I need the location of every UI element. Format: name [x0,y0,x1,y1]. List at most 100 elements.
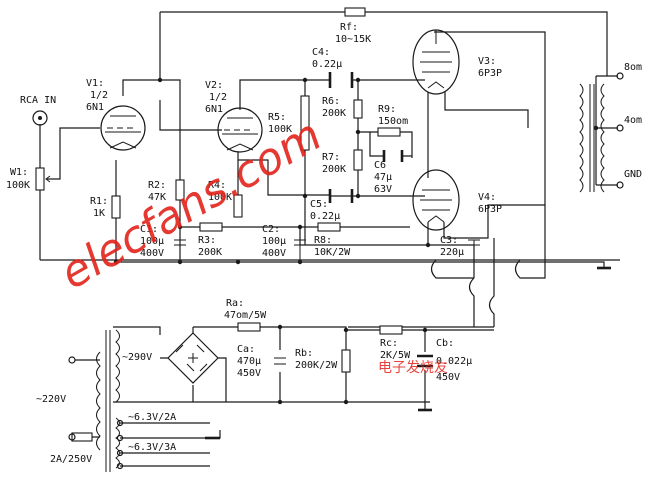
rca-jack [32,110,48,126]
label-v3: V3: [478,56,496,67]
label-r6: R6: [322,96,340,107]
label-c1: C1: [140,224,158,235]
tube-v3 [412,29,460,95]
label-rb: Rb: [295,348,313,359]
label-r3: R3: [198,235,216,246]
label-r5-value: 100K [268,124,292,135]
label-v1: V1: [86,78,104,89]
label-w1: W1: [10,167,28,178]
label-v3-type: 6P3P [478,68,502,79]
bridge-rectifier [160,332,227,402]
capacitor-c2 [294,239,306,262]
resistor-r7 [353,149,363,171]
label-w1-value: 100K [6,180,30,191]
label-rc-value: 2K/5W [380,350,411,361]
label-c3: C3: [440,235,458,246]
capacitors [174,72,480,368]
resistor-rc [379,325,403,335]
resistor-w1 [35,167,45,191]
label-r8-value: 10K/2W [314,247,351,258]
terminal-gnd [616,181,624,189]
capacitor-c6 [382,150,404,162]
label-v4: V4: [478,192,496,203]
labels: Rf: 10~15K C4: 0.22μ RCA IN V1: 1/2 6N1 … [6,22,642,465]
output-terminals [616,72,624,189]
terminal-4om [616,124,624,132]
label-c6: C6 [374,160,386,171]
label-v1-type: 6N1 [86,102,104,113]
label-r1-value: 1K [93,208,105,219]
resistor-rb [341,349,351,373]
label-out-4om: 4om [624,115,642,126]
label-r4: R4: [208,180,226,191]
power-transformer [96,329,120,472]
watermark: elecfans.com 电子发烧友 [52,109,448,376]
resistor-r1 [111,195,121,219]
label-v2-type: 6N1 [205,104,223,115]
label-r5: R5: [268,112,286,123]
label-cb-value: 0.022μ [436,356,472,367]
label-c6-volt: 63V [374,184,392,195]
label-c2-value: 100μ [262,236,286,247]
label-r8: R8: [314,235,332,246]
output-transformer [579,83,605,193]
label-r6-value: 200K [322,108,346,119]
label-c4-value: 0.22μ [312,59,342,70]
label-v1-frac: 1/2 [90,90,108,101]
label-heater-a: ~6.3V/2A [128,412,176,423]
label-c2-volt: 400V [262,248,286,259]
label-ca-value: 470μ [237,356,261,367]
resistor-r2 [175,179,185,201]
label-rca: RCA IN [20,95,56,106]
mains-terminals [68,356,124,470]
label-rf: Rf: [340,22,358,33]
label-v2: V2: [205,80,223,91]
label-sec-hv: ~290V [122,352,152,363]
label-rf-value: 10~15K [335,34,371,45]
label-r7-value: 200K [322,164,346,175]
label-v4-type: 6P3P [478,204,502,215]
label-ra: Ra: [226,298,244,309]
label-r2: R2: [148,180,166,191]
label-c3-value: 220μ [440,247,464,258]
label-c5: C5: [310,199,328,210]
label-r4-value: 100K [208,192,232,203]
fuse [71,432,93,442]
terminal-8om [616,72,624,80]
junctions [113,77,599,405]
capacitor-cb [417,354,433,368]
resistor-ra [237,322,261,332]
label-mains: ~220V [36,394,66,405]
label-r9: R9: [378,104,396,115]
label-c1-volt: 400V [140,248,164,259]
label-out-gnd: GND [624,169,642,180]
label-cb: Cb: [436,338,454,349]
capacitor-c5 [328,189,354,203]
resistor-r5 [300,95,310,151]
tubes [100,29,460,231]
resistor-r6 [353,99,363,119]
label-cb-volt: 450V [436,372,460,383]
label-r1: R1: [90,196,108,207]
label-v2-frac: 1/2 [209,92,227,103]
label-rc: Rc: [380,338,398,349]
capacitor-ca [274,357,286,365]
resistor-r9 [377,127,401,137]
label-ca-volt: 450V [237,368,261,379]
tube-v2 [217,107,263,153]
watermark-subtitle: 电子发烧友 [378,360,448,376]
label-r2-value: 47K [148,192,166,203]
resistor-r8 [317,222,341,232]
resistors [35,7,403,442]
label-ca: Ca: [237,344,255,355]
label-fuse: 2A/250V [50,454,92,465]
label-r9-value: 150om [378,116,408,127]
resistor-r3 [199,222,223,232]
label-out-8om: 8om [624,62,642,73]
ground-symbols [205,266,611,440]
capacitor-c4 [328,72,354,88]
label-c2: C2: [262,224,280,235]
label-c5-value: 0.22μ [310,211,340,222]
label-c6-value: 47μ [374,172,392,183]
